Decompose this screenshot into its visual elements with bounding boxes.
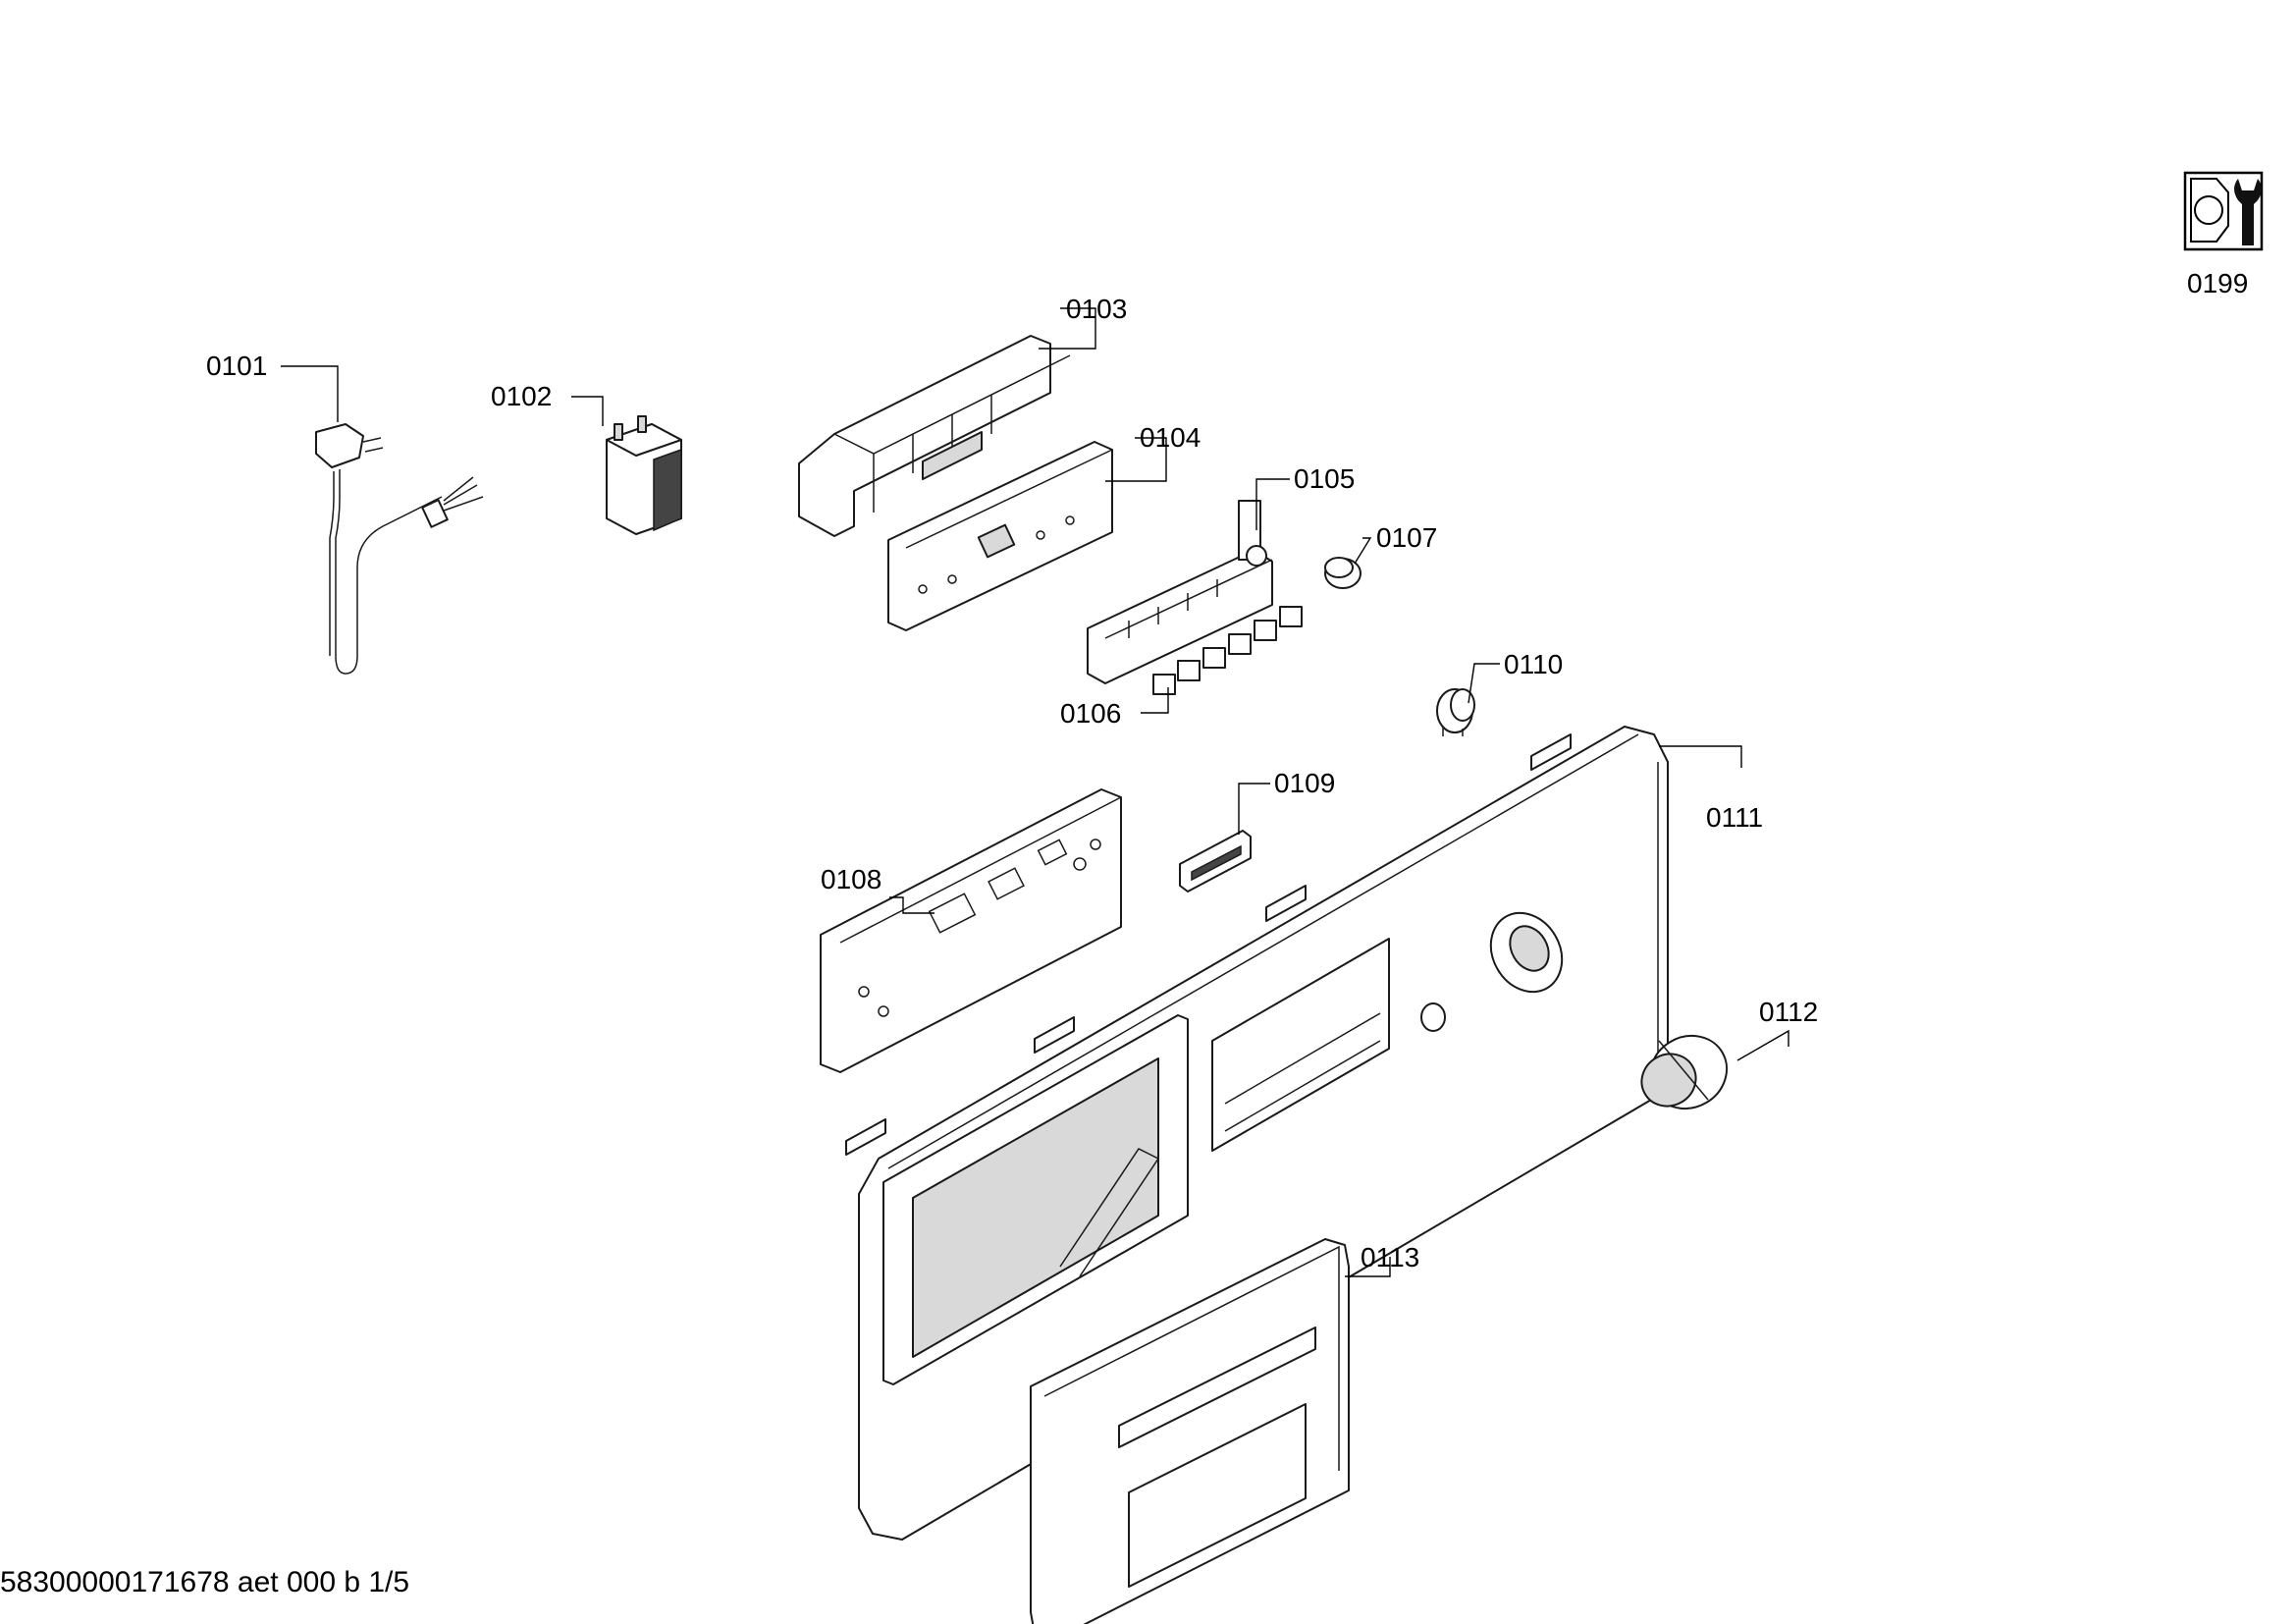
- label-0102: 0102: [491, 381, 552, 411]
- drawer-handle-drawing: [1030, 1238, 1350, 1624]
- label-0104: 0104: [1140, 422, 1201, 453]
- label-0111: 0111: [1706, 802, 1763, 833]
- filter-drawing: [606, 415, 682, 535]
- label-0109: 0109: [1274, 768, 1335, 798]
- label-0113: 0113: [1361, 1242, 1419, 1272]
- label-0101: 0101: [206, 351, 267, 381]
- button-cap-drawing: [1324, 557, 1362, 589]
- selector-knob-drawing: [1640, 1034, 1729, 1110]
- label-0110: 0110: [1504, 649, 1563, 679]
- circuit-board-drawing: [887, 441, 1113, 631]
- label-0107: 0107: [1376, 522, 1437, 553]
- control-board-drawing: [820, 788, 1122, 1073]
- document-reference: 58300000171678 aet 000 b 1/5: [0, 1566, 410, 1598]
- label-0103: 0103: [1066, 294, 1127, 324]
- power-cord-drawing: [315, 423, 484, 675]
- fascia-drawing: [845, 726, 1669, 1541]
- label-0108: 0108: [821, 864, 881, 894]
- wrench-icon: [2183, 171, 2264, 251]
- push-buttons-drawing: [1152, 606, 1303, 695]
- label-0105: 0105: [1294, 463, 1355, 494]
- light-guide-drawing: [1179, 830, 1252, 893]
- bearing-drawing: [1436, 688, 1475, 736]
- label-0106: 0106: [1060, 698, 1121, 729]
- module-housing-drawing: [798, 335, 1071, 537]
- label-0199: 0199: [2187, 268, 2248, 298]
- button-holder-drawing: [1087, 500, 1273, 684]
- leader-lines: [281, 307, 1789, 1277]
- label-0112: 0112: [1759, 997, 1818, 1027]
